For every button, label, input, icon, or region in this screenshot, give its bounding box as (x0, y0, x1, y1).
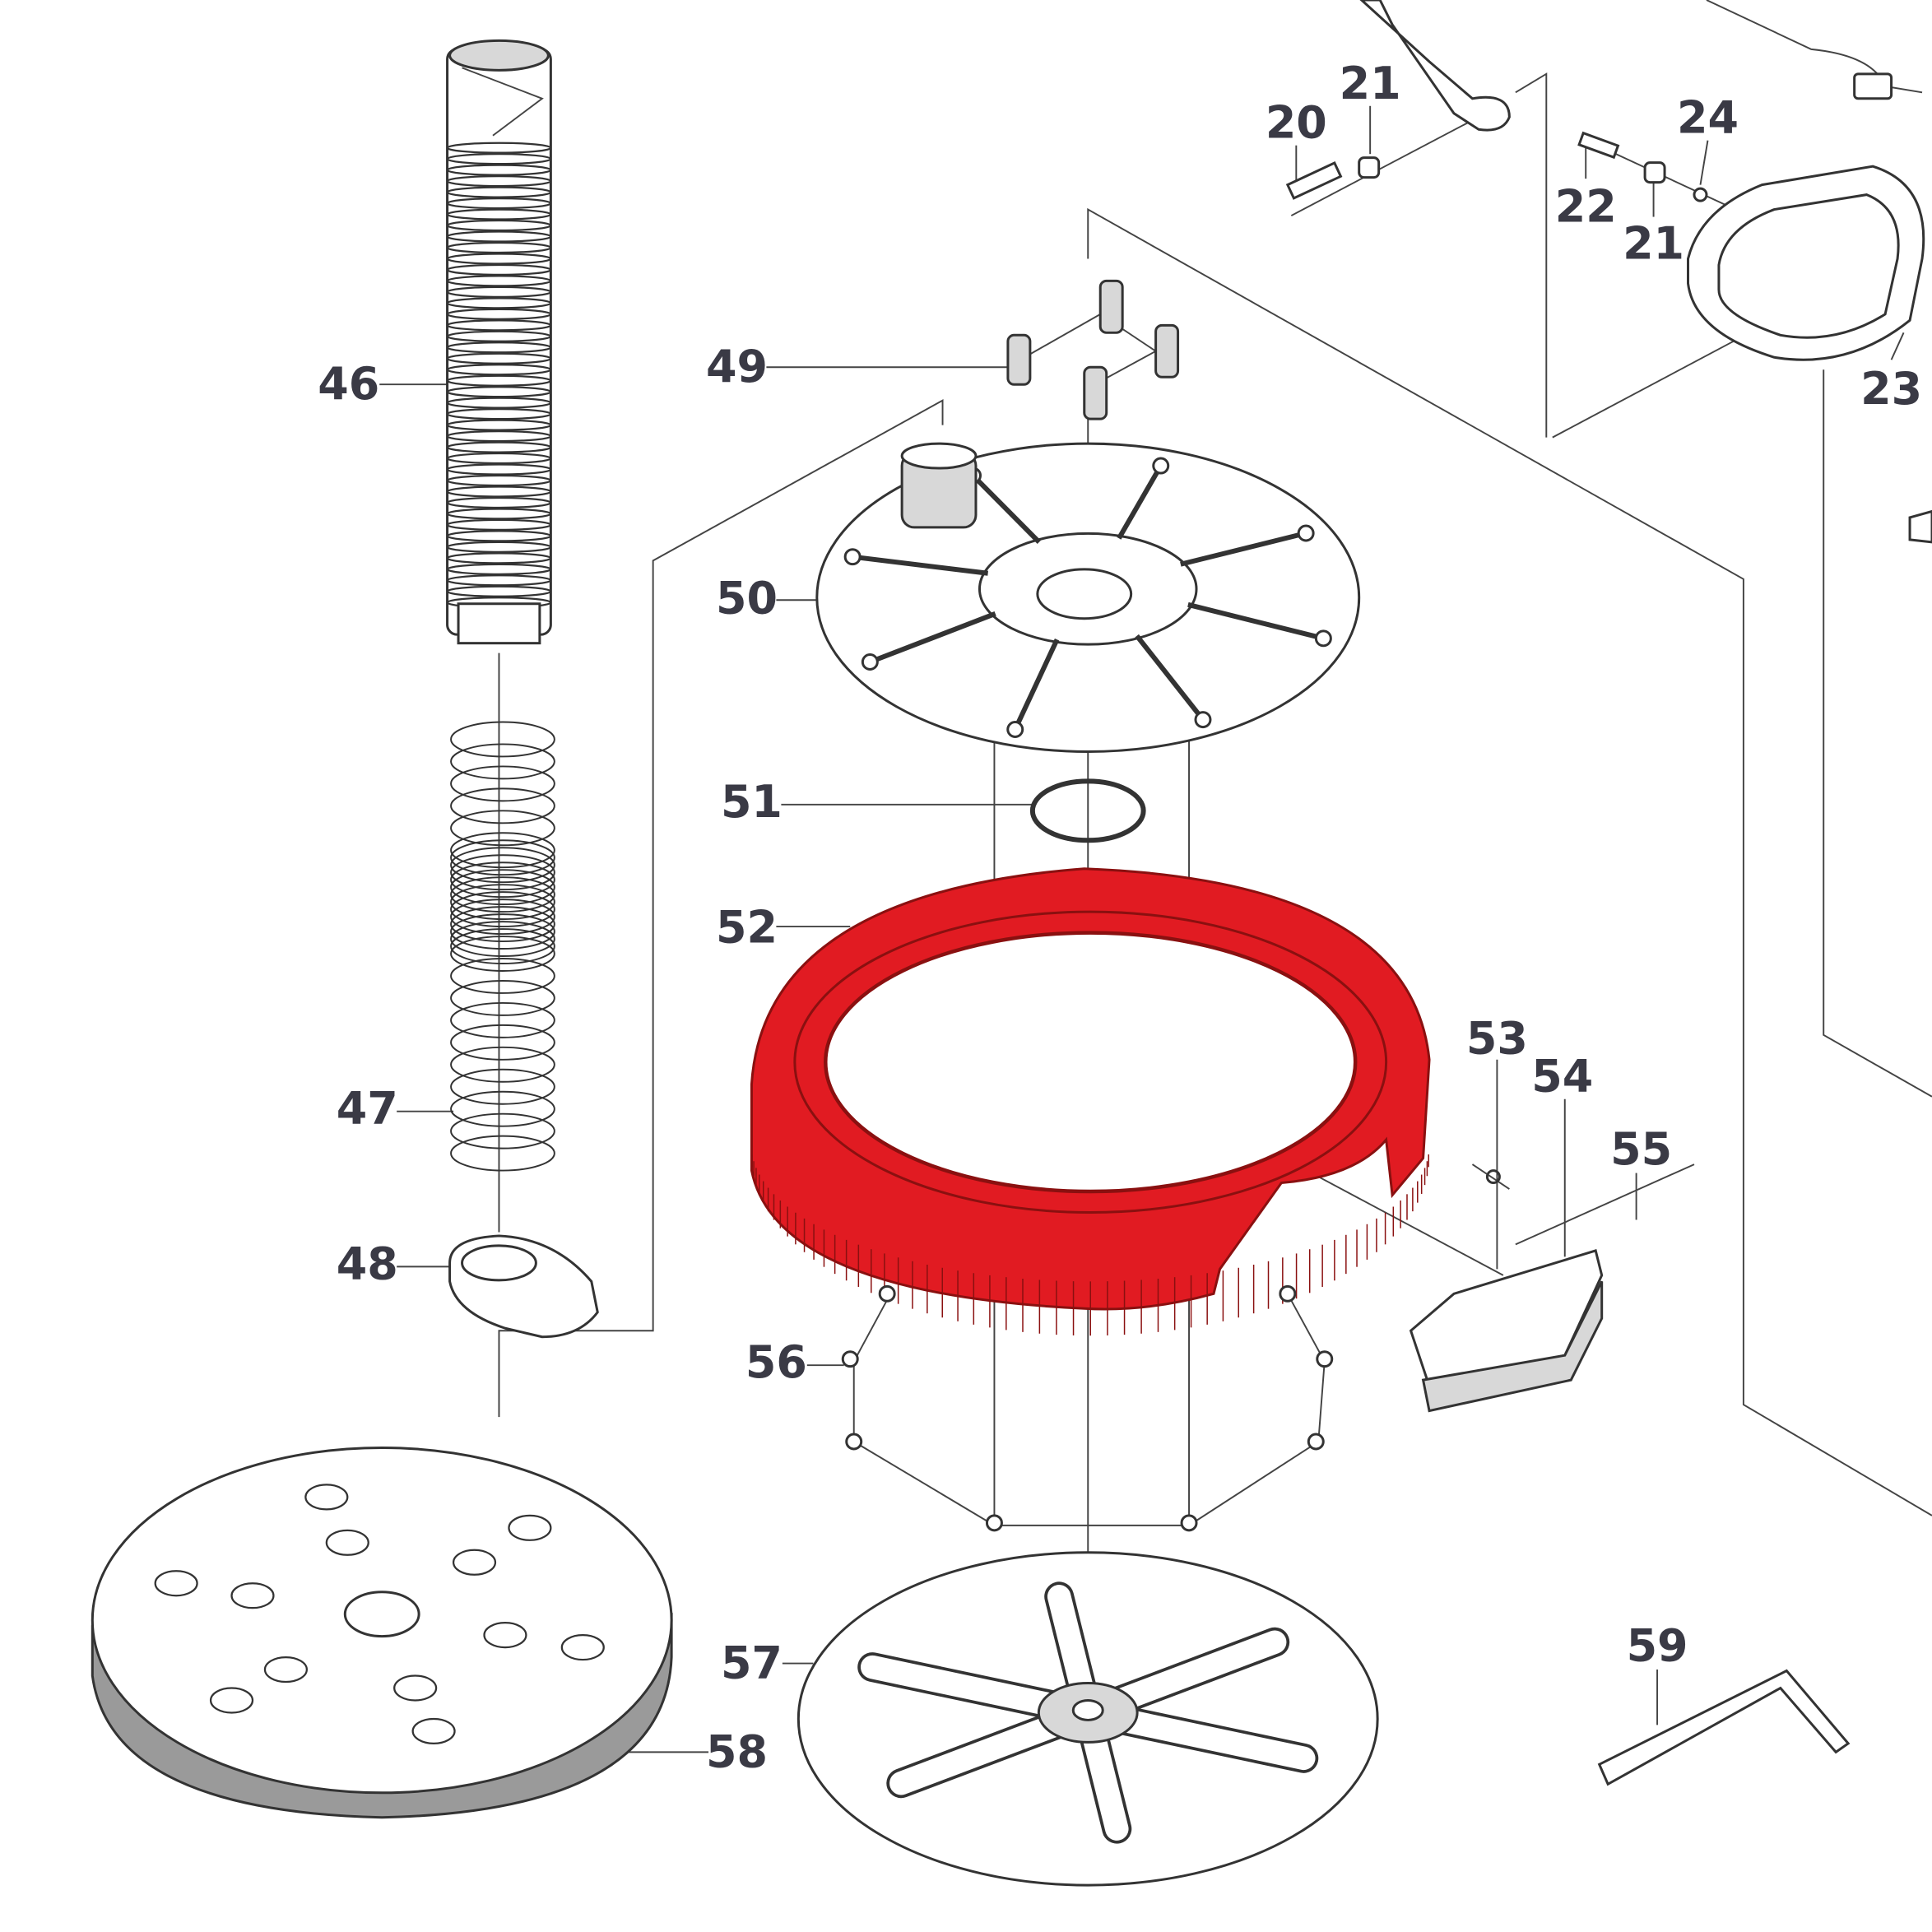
label-23: 23 (1860, 363, 1922, 415)
part-53-55-brush (1409, 1163, 1695, 1413)
part-51-circlip (1029, 778, 1146, 843)
part-52-red-ring (750, 867, 1431, 1336)
label-46: 46 (318, 358, 379, 410)
part-59-hex-key (1597, 1669, 1851, 1786)
part-labels: 20 21 22 21 24 23 46 47 48 49 50 51 52 5… (318, 58, 1922, 1778)
label-59: 59 (1627, 1620, 1688, 1672)
part-57-disc (796, 1551, 1379, 1887)
label-21-second: 21 (1623, 217, 1684, 269)
leader-lines (379, 105, 1905, 1753)
part-49-springs (1006, 279, 1180, 420)
part-56-screws (841, 1284, 1334, 1532)
label-54: 54 (1531, 1051, 1593, 1103)
label-48: 48 (337, 1238, 398, 1289)
label-51: 51 (721, 776, 783, 828)
part-46-hose (446, 39, 552, 645)
label-47: 47 (337, 1083, 398, 1135)
label-52: 52 (716, 902, 778, 954)
label-21: 21 (1340, 58, 1401, 109)
parts-20-24-bracket (1285, 0, 1932, 544)
part-50-plate (815, 442, 1361, 753)
label-53: 53 (1466, 1012, 1528, 1064)
label-58: 58 (706, 1725, 768, 1777)
label-50: 50 (716, 573, 778, 625)
label-20: 20 (1266, 97, 1327, 149)
label-57: 57 (721, 1637, 783, 1689)
part-48-clip (448, 1234, 599, 1339)
label-56: 56 (745, 1336, 807, 1388)
part-58-pad (91, 1447, 673, 1819)
label-24: 24 (1677, 92, 1739, 144)
part-47-spring (450, 721, 555, 1172)
label-22: 22 (1555, 181, 1617, 233)
label-49: 49 (706, 341, 768, 392)
label-55: 55 (1610, 1123, 1672, 1175)
